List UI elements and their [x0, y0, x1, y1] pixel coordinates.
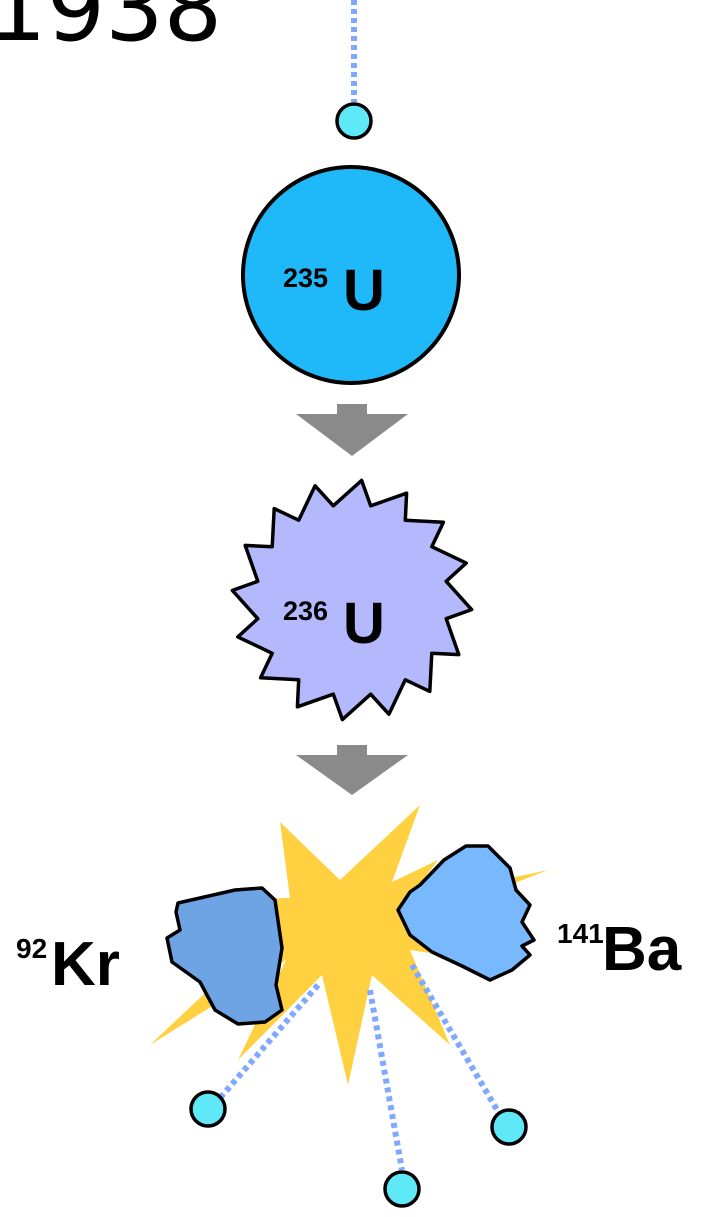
- released-neutron: [490, 1108, 528, 1146]
- ba-symbol: Ba: [602, 915, 682, 984]
- kr-mass-number: 92: [16, 933, 47, 964]
- released-neutron: [189, 1090, 227, 1128]
- released-neutron-path: [367, 989, 405, 1171]
- kr-symbol: Kr: [51, 930, 120, 999]
- year-label: 1938: [0, 0, 222, 62]
- uranium-236-nucleus: 236 U: [230, 478, 474, 722]
- krypton-fragment: [165, 886, 284, 1026]
- released-neutron-path: [409, 963, 503, 1117]
- arrow-down-icon: [296, 404, 408, 456]
- barium-fragment: [396, 844, 536, 982]
- released-neutron-path: [217, 983, 321, 1100]
- u235-symbol: U: [343, 258, 385, 323]
- ba-mass-number: 141: [557, 918, 604, 949]
- u236-mass-number: 236: [283, 596, 328, 626]
- u236-symbol: U: [343, 591, 385, 656]
- incoming-neutron: [335, 102, 373, 140]
- released-neutron: [383, 1170, 421, 1208]
- u235-mass-number: 235: [283, 263, 328, 293]
- uranium-235-nucleus: 235 U: [241, 165, 461, 385]
- arrow-down-icon: [296, 745, 408, 795]
- fission-burst: [150, 805, 548, 1085]
